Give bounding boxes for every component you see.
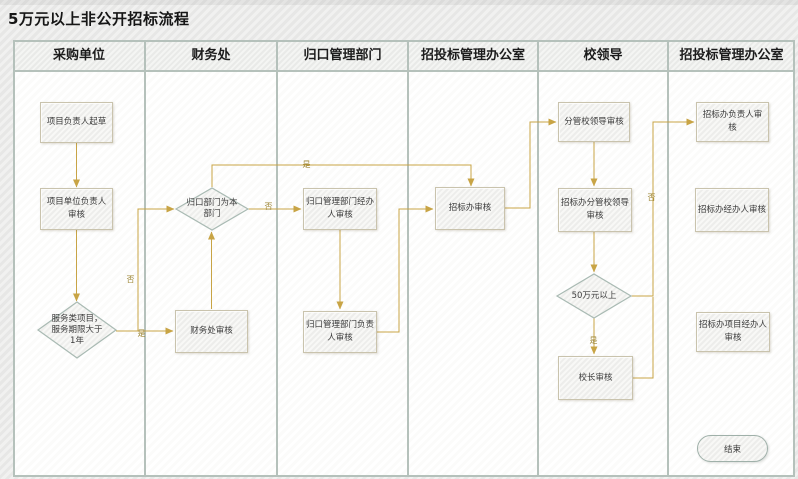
node-vp-review: 分管校领导审核	[558, 102, 630, 142]
edge-label-amount-no: 否	[647, 193, 656, 202]
decision-dept-check-label: 归口部门为本部门	[186, 198, 238, 219]
edge-label-dept-no: 否	[264, 202, 273, 211]
node-draft: 项目负责人起草	[40, 102, 113, 143]
lane-divider	[667, 40, 669, 477]
node-unit-leader-review: 项目单位负责人审核	[40, 188, 113, 230]
top-edge-strip	[0, 0, 798, 5]
lane-header-school-leaders: 校领导	[583, 48, 623, 63]
lane-body-band	[13, 72, 795, 477]
decision-service-check-shape	[36, 301, 118, 359]
edge-president-to-merge	[633, 297, 654, 379]
lane-header-bottom-border	[13, 70, 795, 72]
decision-amount-check-shape	[555, 273, 633, 319]
edge-label-service-no: 否	[126, 275, 135, 284]
decision-amount-check-label: 50万元以上	[571, 290, 617, 301]
lane-divider	[537, 40, 539, 477]
edge-bid-office-to-vp	[505, 118, 557, 209]
node-mgmt-leader-review: 归口管理部门负责人审核	[303, 311, 377, 353]
node-bid-office-review: 招标办审核	[435, 187, 505, 230]
lane-header-bidding-office-2: 招投标管理办公室	[679, 48, 784, 63]
edge-service-no-to-dept-check	[116, 205, 175, 332]
lane-divider	[144, 40, 146, 477]
edge-amount-no-to-bid-leader	[631, 118, 695, 297]
edge-label-dept-yes: 是	[302, 160, 311, 169]
lane-header-band	[13, 40, 795, 72]
page-title: 5万元以上非公开招标流程	[8, 10, 190, 28]
lane-divider	[407, 40, 409, 477]
node-president-review: 校长审核	[558, 356, 633, 400]
lane-divider	[276, 40, 278, 477]
lane-header-purchasing-unit: 采购单位	[52, 48, 105, 63]
lane-header-mgmt-department: 归口管理部门	[303, 48, 382, 63]
edge-dept-yes-to-bid-office	[211, 164, 475, 187]
node-bid-handler-review: 招标办经办人审核	[695, 188, 769, 232]
edge-label-service-yes: 是	[137, 329, 146, 338]
node-end-terminator: 结束	[697, 435, 768, 462]
node-bid-vp-review: 招标办分管校领导审核	[558, 188, 632, 232]
node-mgmt-handler-review: 归口管理部门经办人审核	[303, 188, 377, 230]
decision-dept-check-shape	[174, 187, 250, 231]
node-bid-leader-review: 招标办负责人审核	[696, 102, 769, 142]
lane-header-finance-office: 财务处	[191, 48, 231, 63]
lane-header-bidding-office: 招投标管理办公室	[420, 48, 525, 63]
node-finance-review: 财务处审核	[175, 310, 248, 353]
edge-label-amount-yes: 是	[589, 336, 598, 345]
node-bid-project-handler-review: 招标办项目经办人审核	[696, 312, 770, 352]
edge-mgmt-leader-to-bid-office	[377, 205, 434, 333]
decision-service-check-label: 服务类项目，服务期限大于1年	[51, 313, 103, 346]
